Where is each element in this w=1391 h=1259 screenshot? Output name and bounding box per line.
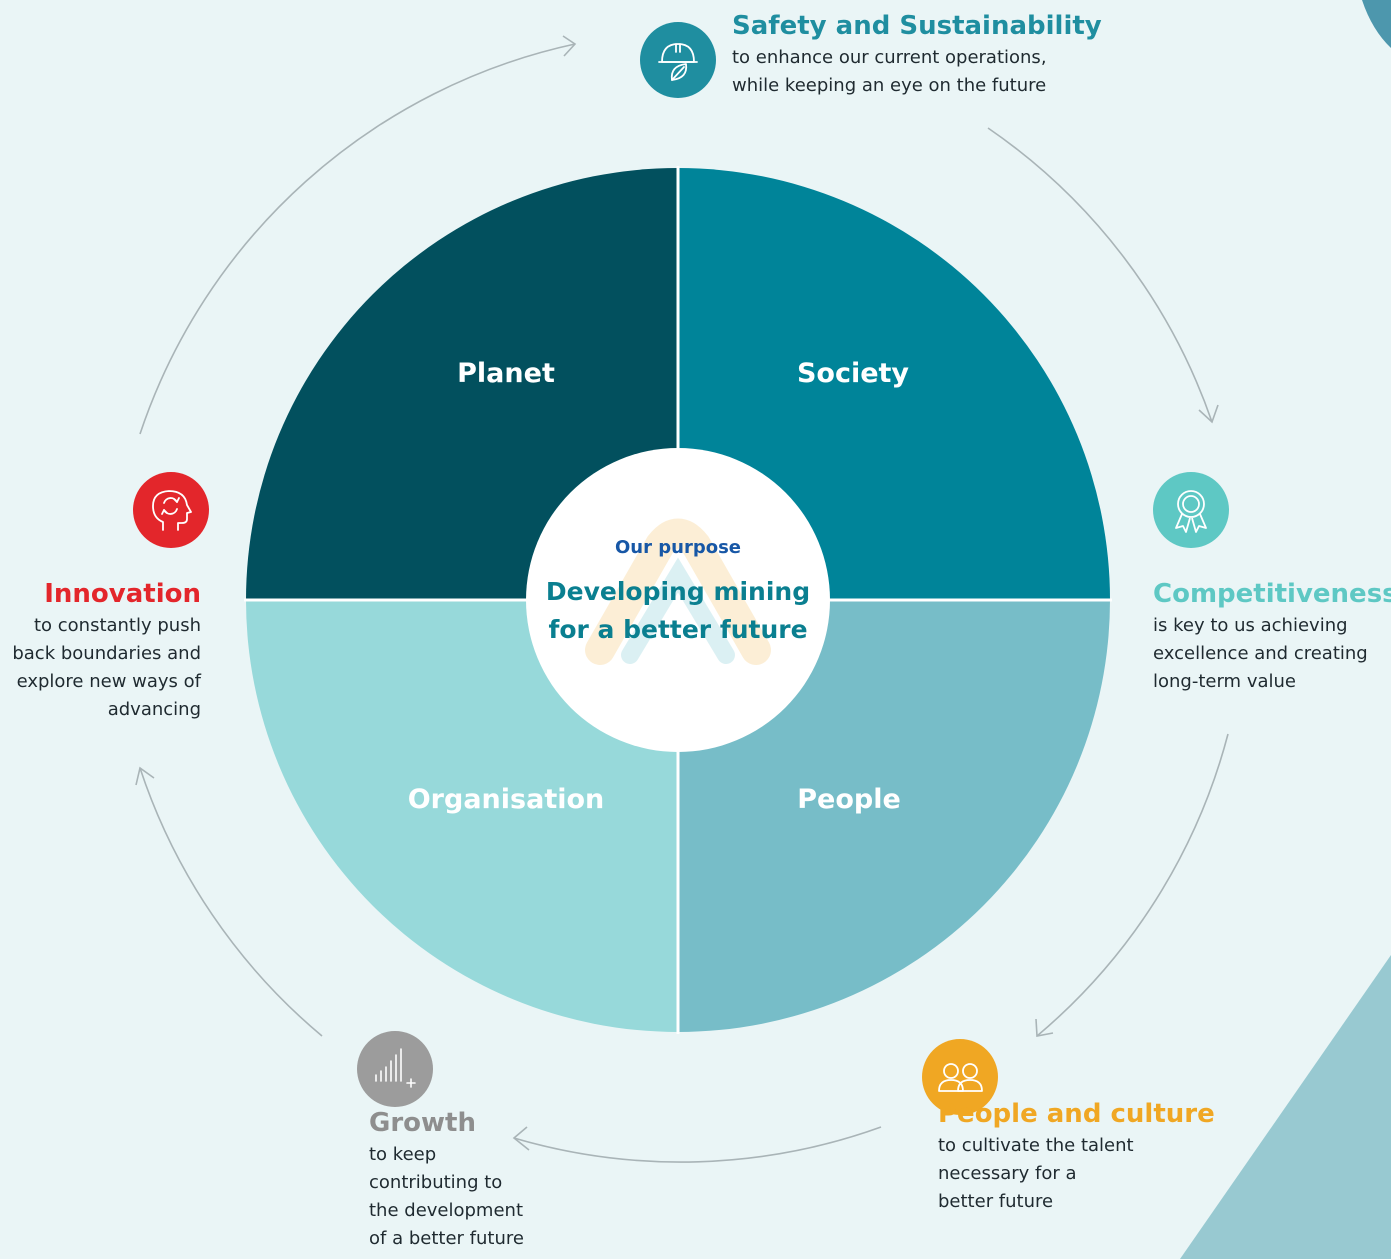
arrowhead-people-culture bbox=[1035, 1018, 1054, 1037]
value-growth-line: to keep bbox=[369, 1143, 437, 1165]
quadrant-organisation bbox=[246, 600, 678, 1032]
quadrant-planet bbox=[246, 168, 678, 600]
corner-decoration-bottom-right bbox=[1180, 955, 1391, 1259]
value-safety-title: Safety and Sustainability bbox=[732, 11, 1102, 41]
pillar-label-society: Society bbox=[797, 358, 909, 389]
award-ribbon-icon bbox=[1175, 490, 1207, 533]
people-culture-icon-badge bbox=[922, 1039, 998, 1115]
value-growth-title: Growth bbox=[369, 1108, 476, 1138]
arrowhead-safety bbox=[562, 35, 577, 57]
value-safety-line: to enhance our current operations, bbox=[732, 46, 1047, 68]
value-people-culture-line: better future bbox=[938, 1190, 1054, 1212]
cycle-arrows bbox=[135, 35, 1229, 1163]
value-people-culture-line: to cultivate the talent bbox=[938, 1134, 1134, 1156]
value-people-culture-title: People and culture bbox=[938, 1099, 1215, 1129]
quadrant-people bbox=[678, 600, 1110, 1032]
bar-chart-plus-icon bbox=[375, 1048, 416, 1088]
pillars-wheel bbox=[244, 166, 1112, 1034]
arrowhead-competitiveness bbox=[1198, 404, 1219, 424]
value-innovation-line: advancing bbox=[107, 698, 201, 720]
pillar-label-planet: Planet bbox=[457, 358, 555, 389]
arrow-competitiveness-to-people bbox=[1036, 733, 1229, 1037]
arrow-innovation-to-safety bbox=[139, 43, 576, 435]
value-safety-line: while keeping an eye on the future bbox=[732, 74, 1047, 96]
value-people-culture: People and culture to cultivate the tale… bbox=[938, 1099, 1215, 1216]
quadrant-society bbox=[678, 168, 1110, 600]
arrow-growth-to-innovation bbox=[139, 767, 323, 1037]
arrowhead-growth bbox=[512, 1126, 530, 1151]
helmet-leaf-icon bbox=[658, 43, 698, 81]
purpose-title-line-2: for a better future bbox=[548, 615, 807, 644]
value-innovation: Innovation to constantly push back bound… bbox=[12, 579, 201, 724]
value-safety-sustainability: Safety and Sustainability to enhance our… bbox=[732, 11, 1102, 100]
value-competitiveness-title: Competitiveness bbox=[1153, 579, 1391, 609]
value-innovation-line: to constantly push bbox=[33, 614, 201, 636]
arrow-people-to-growth bbox=[513, 1126, 882, 1163]
pillar-label-organisation: Organisation bbox=[408, 784, 605, 815]
innovation-icon-badge bbox=[133, 472, 209, 548]
value-growth-line: of a better future bbox=[369, 1227, 524, 1249]
arrowhead-innovation bbox=[135, 766, 155, 786]
value-growth-line: contributing to bbox=[369, 1171, 503, 1193]
value-competitiveness-line: long-term value bbox=[1153, 670, 1296, 692]
purpose-title-line-1: Developing mining bbox=[546, 577, 810, 606]
value-innovation-title: Innovation bbox=[44, 579, 201, 609]
growth-icon-badge bbox=[357, 1031, 433, 1107]
value-people-culture-line: necessary for a bbox=[938, 1162, 1077, 1184]
value-competitiveness: Competitiveness is key to us achieving e… bbox=[1153, 579, 1391, 696]
competitiveness-icon-badge bbox=[1153, 472, 1229, 548]
head-cycle-icon bbox=[152, 490, 192, 531]
two-people-icon bbox=[938, 1063, 983, 1092]
value-competitiveness-line: is key to us achieving bbox=[1153, 614, 1348, 636]
value-competitiveness-line: excellence and creating bbox=[1153, 642, 1368, 664]
value-growth-line: the development bbox=[369, 1199, 524, 1221]
arrow-safety-to-competitiveness bbox=[987, 127, 1213, 423]
purpose-logo-watermark bbox=[585, 518, 771, 665]
value-growth: Growth to keep contributing to the devel… bbox=[369, 1108, 524, 1253]
corner-decoration-top-right bbox=[1362, 0, 1391, 48]
value-innovation-line: explore new ways of bbox=[16, 670, 201, 692]
purpose-center-circle bbox=[526, 448, 830, 752]
safety-icon-badge bbox=[640, 22, 716, 98]
purpose-kicker: Our purpose bbox=[615, 537, 741, 558]
pillar-label-people: People bbox=[797, 784, 901, 815]
value-innovation-line: back boundaries and bbox=[12, 642, 201, 664]
